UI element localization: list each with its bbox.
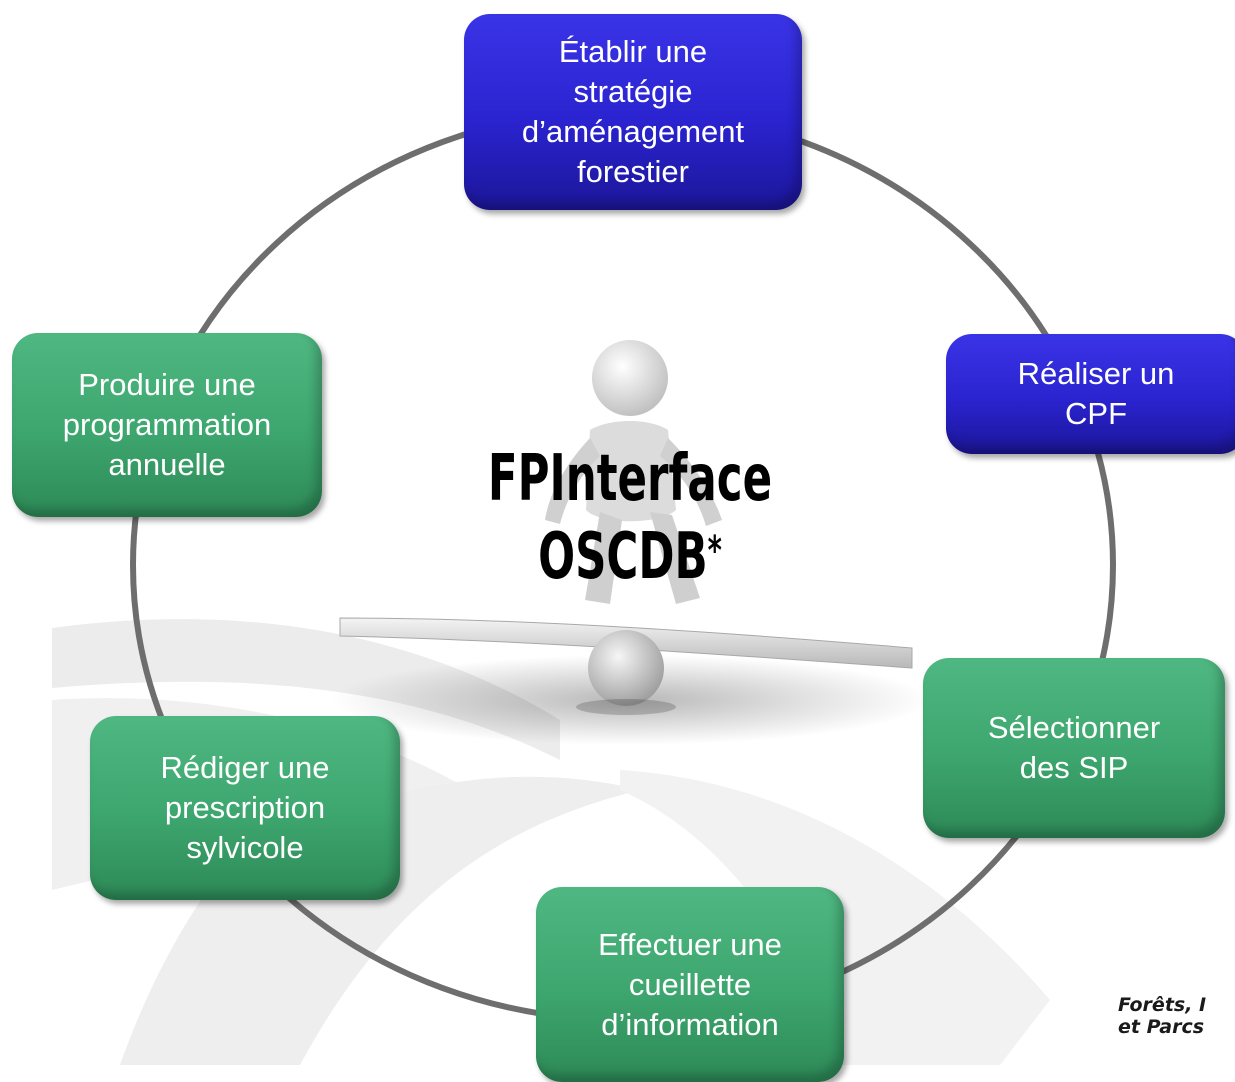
center-title: FPInterface OSCDB* (460, 440, 800, 596)
step-collect-information[interactable]: Effectuer une cueillette d’information (536, 887, 844, 1082)
center-title-line2: OSCDB* (460, 518, 800, 596)
step-write-prescription[interactable]: Rédiger une prescription sylvicole (90, 716, 400, 900)
logo-line1: Forêts, I (1118, 994, 1207, 1016)
footnote-marker: * (707, 528, 722, 574)
node-label: Établir une stratégie d’aménagement fore… (521, 34, 745, 189)
node-label: Effectuer une cueillette d’information (598, 926, 782, 1042)
step-select-sip[interactable]: Sélectionner des SIP (923, 658, 1225, 838)
ministry-logo-text: Forêts, I et Parcs (1118, 994, 1235, 1038)
balance-figure-illustration (330, 340, 930, 745)
step-realize-cpf[interactable]: Réaliser un CPF (946, 334, 1235, 454)
node-label: Produire une programmation annuelle (62, 367, 272, 482)
node-label: Sélectionner des SIP (987, 710, 1161, 785)
step-establish-strategy[interactable]: Établir une stratégie d’aménagement fore… (464, 14, 802, 210)
node-label: Rédiger une prescription sylvicole (160, 750, 330, 865)
step-produce-programming[interactable]: Produire une programmation annuelle (12, 333, 322, 517)
center-title-oscdb: OSCDB (538, 520, 708, 594)
center-title-line1: FPInterface (487, 442, 773, 516)
logo-line2: et Parcs (1118, 1016, 1205, 1038)
node-label: Réaliser un CPF (1017, 356, 1175, 431)
